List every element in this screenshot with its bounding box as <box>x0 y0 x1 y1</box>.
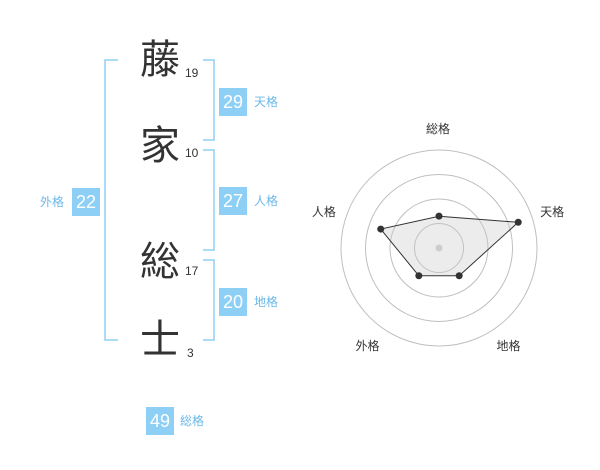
radar-ring <box>340 149 538 347</box>
radar-point-4 <box>415 272 423 280</box>
soukaku-value: 49 <box>146 407 174 435</box>
chikaku-bracket <box>203 259 215 341</box>
tenkaku-value: 29 <box>219 88 247 116</box>
radar-point-1 <box>435 212 443 220</box>
tenkaku-label: 天格 <box>254 95 279 109</box>
radar-point-5 <box>377 225 385 233</box>
radar-axis-label-5: 人格 <box>311 204 336 219</box>
jinkaku-label: 人格 <box>254 194 279 208</box>
name-char-4-strokes: 3 <box>187 346 194 360</box>
radar-ring <box>389 198 489 298</box>
name-char-2-strokes: 10 <box>185 146 199 160</box>
name-char-3-strokes: 17 <box>185 264 199 278</box>
gaikaku-label: 外格 <box>40 195 65 209</box>
soukaku-label: 総格 <box>180 414 205 428</box>
jinkaku-value: 27 <box>219 187 247 215</box>
name-char-1-strokes: 19 <box>185 66 199 80</box>
tenkaku-bracket <box>203 59 215 141</box>
radar-series <box>379 215 520 277</box>
name-char-2: 家 <box>140 123 180 169</box>
radar-center <box>435 244 443 252</box>
radar-ring <box>365 174 513 322</box>
radar-ring <box>414 223 464 273</box>
gaikaku-bracket <box>104 59 118 341</box>
chikaku-label: 地格 <box>254 295 279 309</box>
chikaku-value: 20 <box>219 288 247 316</box>
radar-axis-label-3: 地格 <box>496 339 521 354</box>
radar-point-2 <box>514 218 522 226</box>
name-char-1: 藤 <box>140 37 180 83</box>
radar-axis-label-2: 天格 <box>540 204 565 219</box>
radar-axis-label-4: 外格 <box>355 339 380 354</box>
radar-point-3 <box>455 272 463 280</box>
radar-axis-label-1: 総格 <box>426 122 451 136</box>
name-char-3: 総 <box>140 239 180 285</box>
name-char-4: 士 <box>140 317 180 363</box>
jinkaku-bracket <box>203 149 215 251</box>
gaikaku-value: 22 <box>72 188 100 216</box>
